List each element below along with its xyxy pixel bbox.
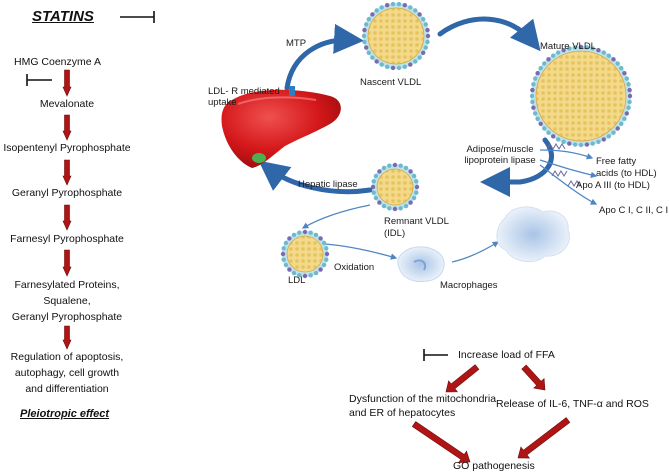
pathway-arrow-6 [62, 325, 72, 350]
lipoprotein-lipase-label-line2: lipoprotein lipase [464, 155, 536, 166]
ldl-particle [280, 229, 330, 279]
pathway-arrow-3 [62, 159, 72, 186]
apolipoprotein-fragments [546, 143, 581, 187]
arrow-nascent-to-mature [437, 16, 541, 52]
lipoprotein-particles [280, 1, 633, 279]
ldl-receptor-label-line2: uptake [208, 97, 237, 108]
cycle-arrows [258, 16, 554, 197]
arrow-ffa-to-release [521, 364, 546, 391]
apo-c-label: Apo C I, C II, C III [599, 205, 669, 216]
oxidized-ldl [397, 246, 445, 283]
lipoprotein-lipase-label-line1: Adipose/muscle [466, 144, 534, 155]
oxidation-label: Oxidation [334, 262, 375, 273]
arrow-dysfunction-to-go [411, 421, 471, 464]
arrow-ffa-to-dysfunction [445, 364, 480, 393]
pathway-step-isopentenyl-pp: Isopentenyl Pyrophosphate [3, 142, 131, 154]
thin-arrows [301, 149, 598, 263]
ffa-label-line1: Free fatty [596, 156, 637, 167]
mature-vldl-label: Mature VLDL [540, 41, 596, 52]
pathway-step-farnesyl-pp: Farnesyl Pyrophosphate [10, 233, 124, 245]
remnant-vldl-label-line1: Remnant VLDL [384, 216, 449, 227]
arrow-oxidized-to-macrophage [451, 241, 500, 263]
arrow-to-apo-c [539, 164, 598, 205]
pathway-step-farnesylated-proteins: Farnesylated Proteins, [14, 279, 120, 291]
hepatic-lipase-label: Hepatic lipase [298, 179, 358, 190]
pathway-arrow-1 [62, 69, 72, 97]
remnant-vldl-particle [370, 162, 420, 212]
arrow-idl-to-ldl [301, 204, 371, 229]
statins-title: STATINS [32, 8, 94, 25]
arrow-liver-to-nascent [284, 23, 364, 91]
nascent-vldl-particle [361, 1, 431, 71]
arrow-to-ffa [539, 149, 594, 160]
pathway-step-squalene: Squalene, [43, 295, 91, 307]
apo-a-label: Apo A III (to HDL) [576, 180, 650, 191]
pathway-arrow-5 [62, 249, 72, 277]
go-pathogenesis-label: GO pathogenesis [453, 460, 535, 472]
dysfunction-label-line1: Dysfunction of the mitochondria [349, 393, 497, 405]
ldl-receptor-label-line1: LDL- R mediated [208, 86, 280, 97]
arrow-to-apo-a [539, 159, 598, 179]
pathway-step-geranyl-pp: Geranyl Pyrophosphate [11, 187, 123, 199]
pathway-step-mevalonate: Mevalonate [39, 98, 95, 110]
mature-vldl-particle [529, 44, 633, 148]
hmg-inhibition-symbol [26, 74, 52, 86]
statin-inhibition-symbol [120, 11, 155, 23]
macrophages-label: Macrophages [440, 280, 498, 291]
pathway-step-differentiation: and differentiation [25, 383, 109, 395]
increase-ffa-label: Increase load of FFA [458, 349, 555, 361]
ldl-label: LDL [288, 275, 306, 286]
pathway-step-geranyl-pp-2: Geranyl Pyrophosphate [11, 311, 123, 323]
pathway-step-autophagy-growth: autophagy, cell growth [14, 367, 120, 379]
nascent-vldl-label: Nascent VLDL [360, 77, 422, 88]
pathway-arrow-2 [62, 114, 72, 141]
cytokine-release-label: Release of IL-6, TNF-α and ROS [496, 398, 649, 410]
mtp-label: MTP [286, 38, 307, 49]
pleiotropic-effect-label: Pleiotropic effect [20, 408, 110, 420]
pathway-arrows [62, 69, 72, 350]
arrow-ldl-to-oxidized [324, 243, 398, 260]
pathway-step-regulation-apoptosis: Regulation of apoptosis, [10, 351, 124, 363]
bottom-arrows [411, 364, 571, 464]
pathway-step-hmg-coa: HMG Coenzyme A [14, 56, 101, 68]
ffa-label-line2: acids (to HDL) [596, 168, 657, 179]
arrow-remnant-to-liver [258, 160, 373, 195]
macrophage-cell [496, 206, 570, 263]
arrow-release-to-go [517, 417, 571, 459]
remnant-vldl-label-line2: (IDL) [384, 228, 406, 239]
dysfunction-label-line2: and ER of hepatocytes [349, 407, 456, 419]
pathway-arrow-4 [62, 204, 72, 231]
ffa-inhibition-symbol [423, 349, 448, 361]
liver-illustration [221, 86, 341, 168]
